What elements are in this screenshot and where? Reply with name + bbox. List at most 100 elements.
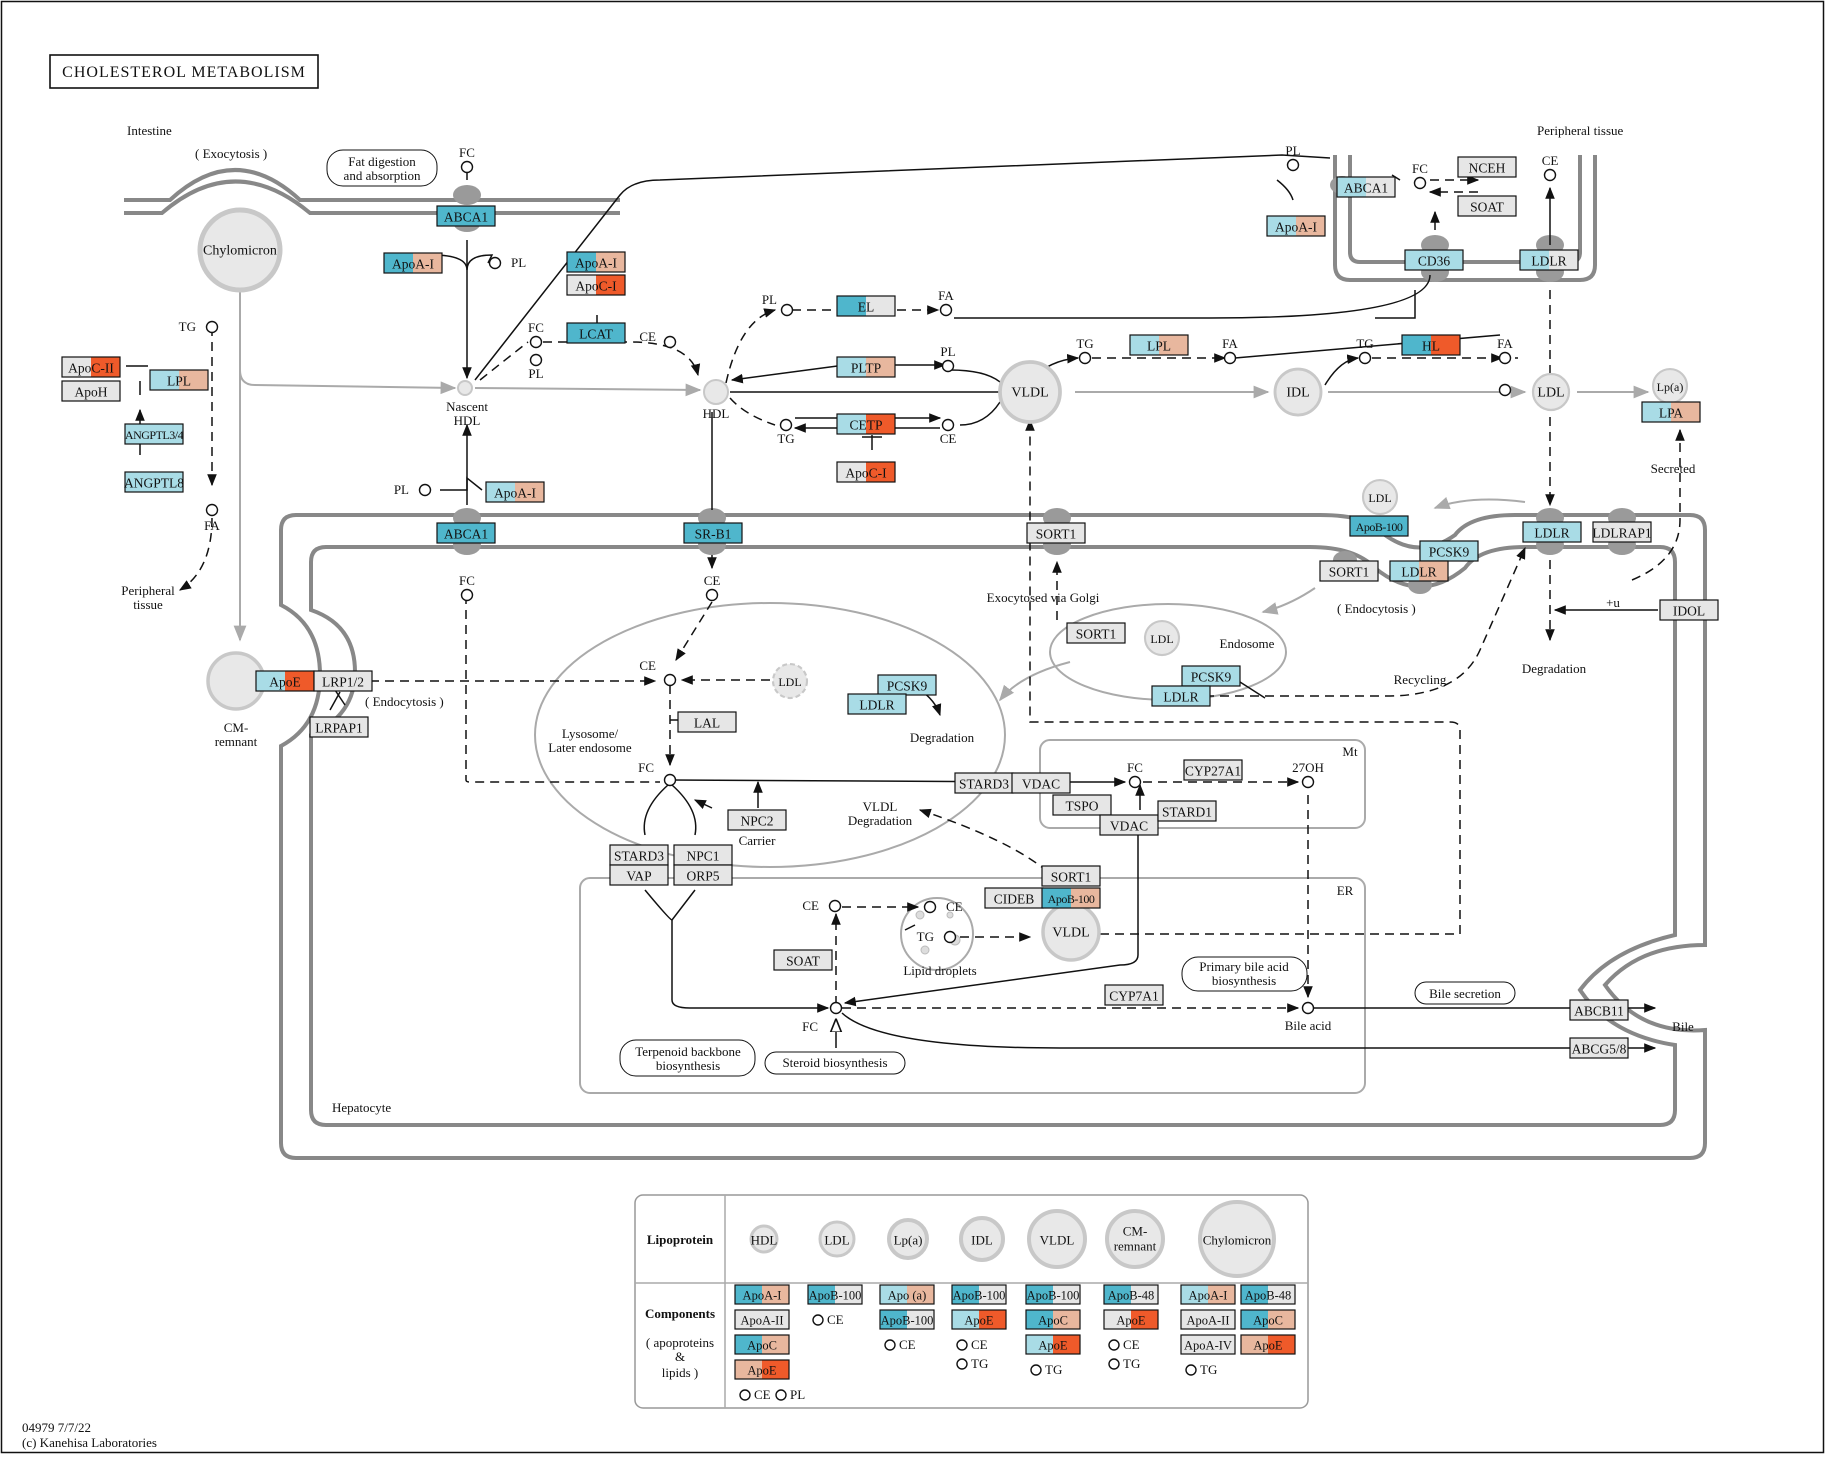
- lipoprotein-hdl[interactable]: [703, 379, 729, 405]
- gene-lrpap1[interactable]: LRPAP1: [309, 716, 369, 738]
- gene-apoc1-cetp[interactable]: ApoC-I: [836, 461, 896, 483]
- gene-npc2[interactable]: NPC2: [727, 809, 787, 831]
- gene-nceh[interactable]: NCEH: [1457, 156, 1517, 178]
- compound-tg[interactable]: TG: [917, 929, 957, 944]
- gene-el[interactable]: EL: [836, 295, 896, 317]
- gene-npc1[interactable]: NPC1: [673, 844, 733, 866]
- lipoprotein-ldl-pit[interactable]: LDL: [1361, 478, 1399, 516]
- lipoprotein-ldl-lys[interactable]: LDL: [771, 662, 809, 700]
- primary-bile-box[interactable]: Primary bile acid biosynthesis: [1181, 956, 1308, 992]
- compound-oh27[interactable]: 27OH: [1292, 760, 1324, 789]
- compound-pl[interactable]: PL: [394, 482, 432, 497]
- gene-lpa[interactable]: LPA: [1641, 401, 1701, 423]
- gene-lrp12[interactable]: LRP1/2: [313, 670, 373, 692]
- gene-srb1[interactable]: SR-B1: [683, 522, 743, 544]
- compound-tg[interactable]: TG: [1356, 336, 1374, 365]
- steroid-box[interactable]: Steroid biosynthesis: [764, 1051, 906, 1075]
- gene-cideb[interactable]: CIDEB: [984, 887, 1044, 909]
- gene-lpl-left[interactable]: LPL: [149, 369, 209, 391]
- compound-pl[interactable]: PL: [488, 255, 527, 270]
- compound-fc[interactable]: FC: [1412, 161, 1428, 190]
- compound-fc[interactable]: FC: [459, 573, 475, 602]
- gene-ldlr-endo[interactable]: LDLR: [1151, 685, 1211, 707]
- gene-abcg58[interactable]: ABCG5/8: [1569, 1037, 1629, 1059]
- compound-tg[interactable]: TG: [179, 319, 219, 334]
- gene-cd36[interactable]: CD36: [1404, 249, 1464, 271]
- compound-fc[interactable]: FC: [638, 760, 677, 787]
- gene-sort1-er[interactable]: SORT1: [1041, 865, 1101, 887]
- gene-cyp27a1[interactable]: CYP27A1: [1183, 759, 1243, 781]
- gene-abca1-hep[interactable]: ABCA1: [436, 522, 496, 544]
- gene-cyp7a1[interactable]: CYP7A1: [1104, 984, 1164, 1006]
- bile-secretion-box[interactable]: Bile secretion: [1414, 981, 1516, 1005]
- compound-tg[interactable]: TG: [777, 418, 795, 447]
- compound-fc[interactable]: FC: [459, 145, 475, 174]
- gene-hl[interactable]: HL: [1401, 334, 1461, 356]
- compound-fa[interactable]: FA: [1222, 336, 1238, 365]
- gene-pcsk9-lys[interactable]: PCSK9: [877, 674, 937, 696]
- compound-tg[interactable]: TG: [1076, 336, 1094, 365]
- gene-stard3-a[interactable]: STARD3: [609, 844, 669, 866]
- gene-ldlr-lys[interactable]: LDLR: [847, 693, 907, 715]
- gene-pcsk9-pit[interactable]: PCSK9: [1419, 540, 1479, 562]
- gene-orp5[interactable]: ORP5: [673, 864, 733, 886]
- gene-apoc2[interactable]: ApoC-II: [61, 356, 121, 378]
- lipoprotein-ldl-endo[interactable]: LDL: [1143, 619, 1181, 657]
- compound-fc[interactable]: FC: [528, 320, 544, 349]
- gene-abcb11[interactable]: ABCB11: [1569, 999, 1629, 1021]
- gene-apoa1-hep[interactable]: ApoA-I: [485, 481, 545, 503]
- gene-vdac-b[interactable]: VDAC: [1099, 814, 1159, 836]
- gene-lal[interactable]: LAL: [677, 711, 737, 733]
- gene-cetp[interactable]: CETP: [836, 413, 896, 435]
- compound-pl[interactable]: PL: [528, 353, 544, 382]
- gene-ldlrap1[interactable]: LDLRAP1: [1592, 521, 1652, 543]
- compound-fc[interactable]: FC: [1127, 760, 1143, 789]
- gene-soat-per[interactable]: SOAT: [1457, 195, 1517, 217]
- gene-vdac-a[interactable]: VDAC: [1011, 772, 1071, 794]
- compound-ce[interactable]: CE: [639, 658, 677, 687]
- gene-stard3-b[interactable]: STARD3: [954, 772, 1014, 794]
- gene-sort1-mem[interactable]: SORT1: [1026, 522, 1086, 544]
- lipoprotein-chylomicron[interactable]: Chylomicron: [197, 207, 283, 293]
- gene-abca1-per[interactable]: ABCA1: [1336, 176, 1396, 198]
- gene-vap[interactable]: VAP: [609, 864, 669, 886]
- compound-ce[interactable]: CE: [1542, 153, 1559, 182]
- compound-fa[interactable]: FA: [204, 503, 220, 534]
- gene-apoh[interactable]: ApoH: [61, 380, 121, 402]
- gene-stard1[interactable]: STARD1: [1157, 800, 1217, 822]
- gene-apoa1-lcat[interactable]: ApoA-I: [566, 251, 626, 273]
- gene-lcat[interactable]: LCAT: [566, 322, 626, 344]
- compound-pl[interactable]: PL: [1285, 143, 1301, 172]
- lipoprotein-nascent[interactable]: [457, 380, 473, 396]
- gene-apob100-er[interactable]: ApoB-100: [1041, 887, 1101, 909]
- lipoprotein-idl[interactable]: IDL: [1273, 367, 1323, 417]
- gene-apoa1-per[interactable]: ApoA-I: [1266, 215, 1326, 237]
- gene-sort1-golgi[interactable]: SORT1: [1066, 622, 1126, 644]
- terpenoid-box[interactable]: Terpenoid backbone biosynthesis: [619, 1039, 756, 1077]
- compound-ce[interactable]: CE: [940, 418, 957, 447]
- gene-ldlr-mem[interactable]: LDLR: [1522, 521, 1582, 543]
- lipoprotein-lpa[interactable]: Lp(a): [1651, 367, 1689, 405]
- lipoprotein-vldl-er[interactable]: VLDL: [1041, 902, 1101, 962]
- gene-apoa1-int[interactable]: ApoA-I: [383, 252, 443, 274]
- compound-bile-acid[interactable]: [1498, 383, 1512, 397]
- gene-soat-er[interactable]: SOAT: [773, 949, 833, 971]
- gene-angptl34[interactable]: ANGPTL3/4: [124, 423, 184, 445]
- gene-apoe-cm[interactable]: ApoE: [255, 670, 315, 692]
- compound-ce[interactable]: CE: [923, 899, 963, 914]
- gene-tspo[interactable]: TSPO: [1052, 794, 1112, 816]
- gene-ldlr-pit[interactable]: LDLR: [1389, 560, 1449, 582]
- compound-ce[interactable]: CE: [704, 573, 721, 602]
- compound-fa[interactable]: FA: [938, 288, 954, 317]
- gene-apoc1-lcat[interactable]: ApoC-I: [566, 274, 626, 296]
- gene-pltp[interactable]: PLTP: [836, 356, 896, 378]
- compound-ce[interactable]: CE: [802, 898, 842, 913]
- gene-lpl-top[interactable]: LPL: [1129, 334, 1189, 356]
- compound-bile-acid[interactable]: [1301, 1001, 1315, 1015]
- gene-sort1-pit[interactable]: SORT1: [1319, 560, 1379, 582]
- compound-fc[interactable]: FC: [802, 1001, 843, 1035]
- compound-pl[interactable]: PL: [940, 344, 956, 373]
- compound-fa[interactable]: FA: [1497, 336, 1513, 365]
- gene-abca1-int[interactable]: ABCA1: [436, 205, 496, 227]
- lipoprotein-ldl[interactable]: LDL: [1531, 372, 1571, 412]
